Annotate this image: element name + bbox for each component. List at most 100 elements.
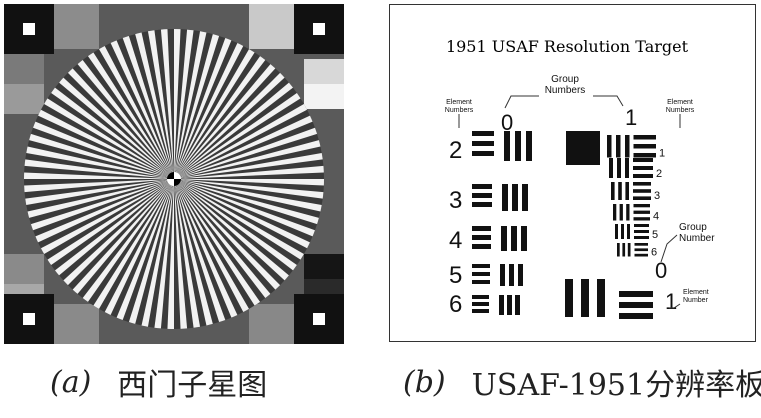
usaf-bar xyxy=(472,202,492,207)
usaf-bar xyxy=(621,224,624,239)
star-spoke xyxy=(141,179,174,327)
usaf-bar xyxy=(633,204,650,208)
usaf-bar xyxy=(633,135,656,140)
element-number-left: 3 xyxy=(449,187,462,214)
usaf-bar xyxy=(634,236,649,239)
star-spoke xyxy=(174,179,226,323)
usaf-bar xyxy=(472,131,494,136)
usaf-bar xyxy=(512,184,518,211)
usaf-bar xyxy=(472,193,492,198)
star-spoke xyxy=(25,179,175,206)
star-spoke xyxy=(174,92,301,179)
usaf-bar xyxy=(613,204,617,221)
element-number-left: 4 xyxy=(449,227,462,254)
star-spoke xyxy=(174,179,238,318)
star-spoke xyxy=(174,179,261,306)
star-spoke xyxy=(174,179,289,281)
element-number-right: 5 xyxy=(652,229,658,241)
star-spoke xyxy=(122,35,174,179)
usaf-bar xyxy=(472,226,491,231)
usaf-bar xyxy=(634,224,649,227)
usaf-bar xyxy=(619,291,653,297)
caption-a-label: (a) xyxy=(50,364,92,400)
star-spoke xyxy=(67,68,174,179)
star-spoke xyxy=(174,34,220,179)
star-spoke xyxy=(174,179,297,271)
star-spoke xyxy=(174,179,213,326)
gray-patch xyxy=(54,304,99,344)
corner-dot xyxy=(23,313,35,325)
usaf-bar xyxy=(581,279,589,317)
usaf-bar xyxy=(607,135,612,158)
usaf-bar xyxy=(522,184,528,211)
usaf-bar xyxy=(633,144,656,149)
usaf-bar xyxy=(633,182,651,186)
usaf-bar xyxy=(619,204,623,221)
usaf-bar xyxy=(633,166,653,170)
star-spoke xyxy=(135,32,174,179)
star-spoke xyxy=(24,159,174,179)
star-center-quadrant xyxy=(167,172,174,179)
star-spoke xyxy=(174,179,319,225)
star-spoke xyxy=(174,43,244,179)
usaf-bar xyxy=(633,196,651,200)
callout-line xyxy=(669,303,681,309)
star-center-quadrant xyxy=(174,179,181,186)
usaf-bar xyxy=(472,244,491,249)
usaf-bar xyxy=(625,182,629,200)
star-spoke xyxy=(174,31,207,179)
usaf-bar xyxy=(633,189,651,193)
star-spoke xyxy=(59,77,174,179)
usaf-bar xyxy=(619,302,653,308)
gray-patch xyxy=(304,84,344,109)
group-number-label: 0 xyxy=(655,258,667,283)
caption-b-text: USAF-1951分辨率板 xyxy=(471,368,761,403)
usaf-bar xyxy=(633,217,650,221)
usaf-bar xyxy=(501,226,507,251)
star-spoke xyxy=(38,109,174,179)
star-spoke xyxy=(174,179,304,260)
gray-patch xyxy=(304,254,344,279)
element-number-left: 6 xyxy=(449,291,462,318)
star-spoke xyxy=(35,179,175,243)
star-spoke xyxy=(174,179,310,249)
star-spoke xyxy=(40,179,174,254)
usaf-bar xyxy=(472,151,494,156)
star-spoke xyxy=(26,146,174,179)
star-spoke xyxy=(93,179,174,309)
usaf-bar xyxy=(518,264,523,286)
star-spoke xyxy=(174,165,324,179)
star-spoke xyxy=(174,179,201,328)
star-spoke xyxy=(63,179,174,286)
star-spoke xyxy=(174,179,188,329)
element-number-left: 2 xyxy=(449,137,462,164)
star-spoke xyxy=(72,179,174,294)
star-spoke xyxy=(160,29,174,180)
star-spoke xyxy=(110,40,174,179)
star-spoke xyxy=(174,82,294,179)
star-spoke xyxy=(174,49,255,179)
element-number-right: 3 xyxy=(654,190,660,202)
star-spoke xyxy=(30,179,174,231)
gray-patch xyxy=(4,254,44,284)
usaf-bar xyxy=(597,279,605,317)
gray-patch xyxy=(4,54,44,84)
element-number-right: 2 xyxy=(656,168,662,180)
usaf-bar xyxy=(515,131,521,161)
callout-line xyxy=(593,95,624,107)
usaf-bar-patterns xyxy=(472,131,656,319)
usaf-bar xyxy=(504,131,510,161)
star-spoke xyxy=(99,45,174,179)
siemens-star-svg xyxy=(4,4,344,344)
usaf-bar xyxy=(617,243,620,257)
star-spoke xyxy=(174,64,276,179)
usaf-bar xyxy=(526,131,532,161)
star-spoke xyxy=(104,179,174,315)
caption-b-label: (b) xyxy=(403,364,446,400)
star-spoke xyxy=(174,104,308,179)
usaf-bar xyxy=(472,280,490,284)
caption-a-text: 西门子星图 xyxy=(117,368,268,403)
